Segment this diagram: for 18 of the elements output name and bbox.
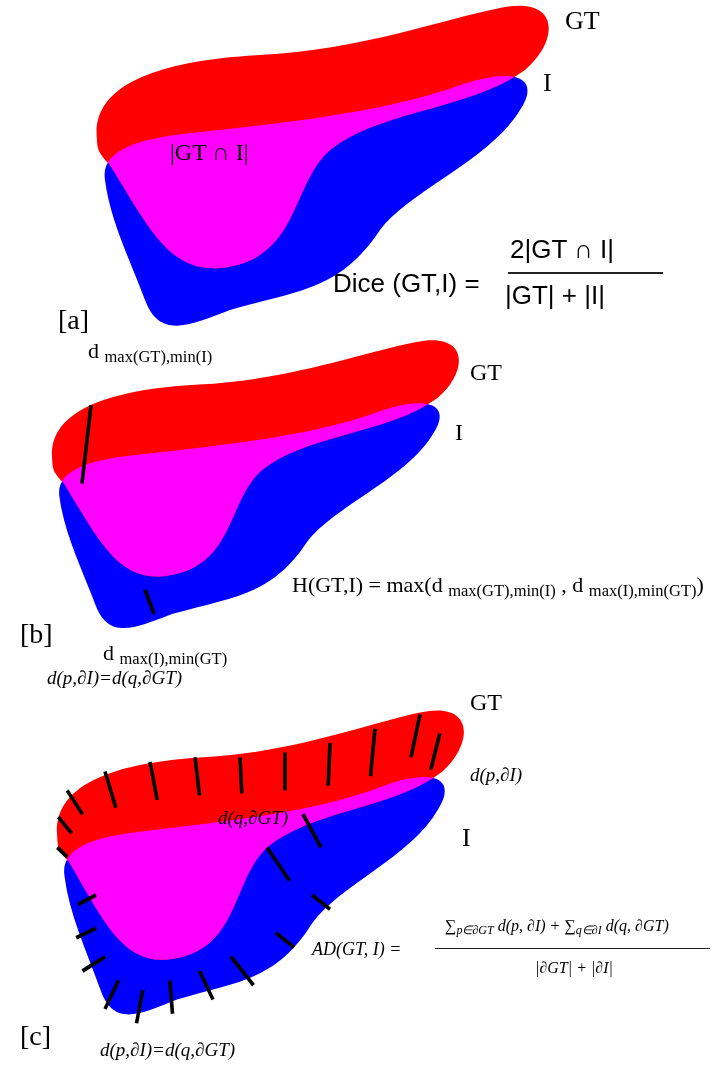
set-label: GT [470, 690, 502, 714]
panel-label: [a] [58, 306, 90, 334]
set-label: GT [470, 360, 502, 384]
formula-text: 2|GT ∩ I| [510, 236, 614, 262]
distance-label: d(p,∂I) [470, 765, 523, 784]
set-label: |GT ∩ I| [170, 140, 249, 164]
formula-text: |GT| + |I| [505, 282, 605, 308]
formula-text: |∂GT| + |∂I| [535, 960, 613, 976]
formula-text: AD(GT, I) = [312, 940, 402, 958]
formula-text: Dice (GT,I) = [333, 270, 480, 296]
panel-label: [b] [20, 620, 53, 648]
distance-label: d(p,∂I)=d(q,∂GT) [47, 668, 183, 687]
set-label: I [543, 70, 552, 96]
panel-label: [c] [20, 1022, 52, 1050]
set-label: I [462, 825, 471, 851]
distance-label: d(p,∂I)=d(q,∂GT) [100, 1040, 236, 1059]
set-label: GT [565, 8, 600, 34]
set-label: I [455, 420, 463, 444]
